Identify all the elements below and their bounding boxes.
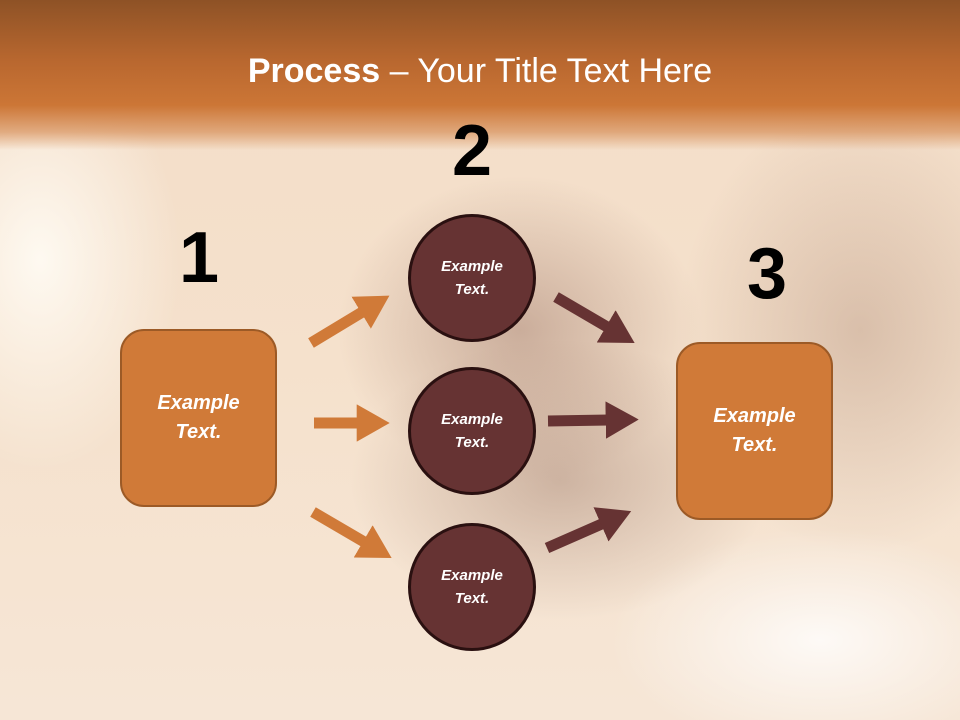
step-1-number: 1 — [178, 218, 220, 298]
step-3-text: Example Text. — [713, 405, 796, 456]
arrow-circle-2-to-3 — [547, 401, 639, 439]
step-2-circle-2: Example Text. — [408, 367, 536, 495]
step-3-box: Example Text. — [676, 342, 833, 520]
circle-1-text: Example Text. — [441, 258, 503, 298]
circle-2-text: Example Text. — [441, 411, 503, 451]
title-bold: Process — [247, 52, 381, 90]
step-1-box: Example Text. — [120, 329, 277, 507]
circle-3-text: Example Text. — [441, 567, 503, 607]
arrow-circle-3-to-3 — [544, 507, 632, 554]
arrow-circle-1-to-3 — [553, 292, 635, 343]
title-bar — [0, 0, 960, 150]
step-3-number: 3 — [746, 234, 788, 314]
arrow-1-to-circle-3 — [310, 507, 392, 558]
step-2-number: 2 — [451, 111, 493, 191]
slide-title: Process – Your Title Text Here — [0, 52, 960, 91]
step-1-text: Example Text. — [157, 392, 240, 443]
title-rest: – Your Title Text Here — [380, 52, 713, 90]
arrow-1-to-circle-1 — [308, 295, 390, 348]
step-2-circle-3: Example Text. — [408, 523, 536, 651]
step-2-circle-1: Example Text. — [408, 214, 536, 342]
